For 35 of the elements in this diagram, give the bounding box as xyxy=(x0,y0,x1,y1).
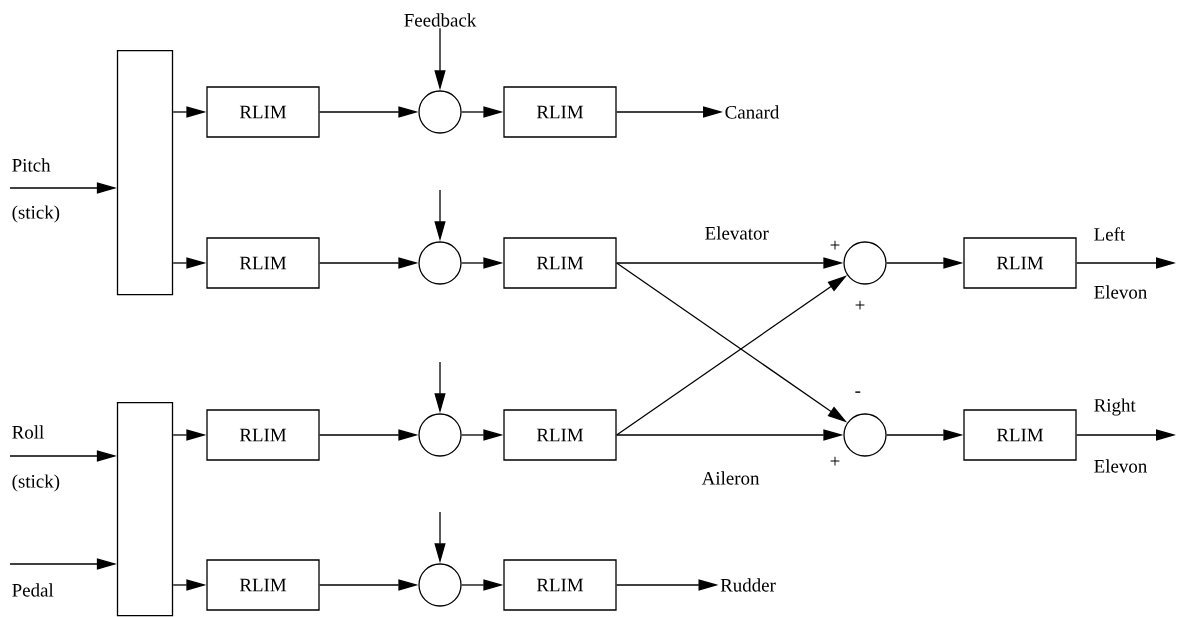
signal-label: (stick) xyxy=(12,205,60,223)
block-box: RLIM xyxy=(206,86,320,138)
summing-junction xyxy=(843,413,887,457)
sign-label: - xyxy=(855,391,861,393)
edge-label: Right xyxy=(1094,398,1136,416)
edge-label: Elevator xyxy=(705,226,769,240)
block-box: RLIM xyxy=(963,237,1077,289)
edge-label: Left xyxy=(1094,227,1126,241)
summing-junction xyxy=(418,563,462,607)
block-box: RLIM xyxy=(206,409,320,461)
signal-label: Canard xyxy=(725,105,780,119)
signal-label: Elevon xyxy=(1094,459,1147,473)
block-box: RLIM xyxy=(206,237,320,289)
block-box: RLIM xyxy=(503,237,617,289)
edge-label: Aileron xyxy=(701,471,760,485)
summing-junction xyxy=(418,241,462,285)
block-box: RLIM xyxy=(206,559,320,611)
signal-label: (stick) xyxy=(12,474,60,492)
summing-junction xyxy=(418,90,462,134)
signal-label: Rudder xyxy=(720,578,776,592)
signal-label: Elevon xyxy=(1094,285,1147,299)
mixer-box xyxy=(116,50,174,296)
block-box: RLIM xyxy=(503,559,617,611)
summing-junction xyxy=(843,241,887,285)
block-box: RLIM xyxy=(503,86,617,138)
edge-label: Pitch xyxy=(12,158,51,172)
block-box: RLIM xyxy=(503,409,617,461)
summing-junction xyxy=(418,413,462,457)
block-box: RLIM xyxy=(963,409,1077,461)
sign-label: + xyxy=(830,240,840,250)
sign-label: + xyxy=(830,456,840,466)
signal-label: Feedback xyxy=(404,13,477,27)
edge-label: Roll xyxy=(12,425,44,439)
edge-label: Pedal xyxy=(12,583,54,597)
mixer-box xyxy=(116,402,174,617)
